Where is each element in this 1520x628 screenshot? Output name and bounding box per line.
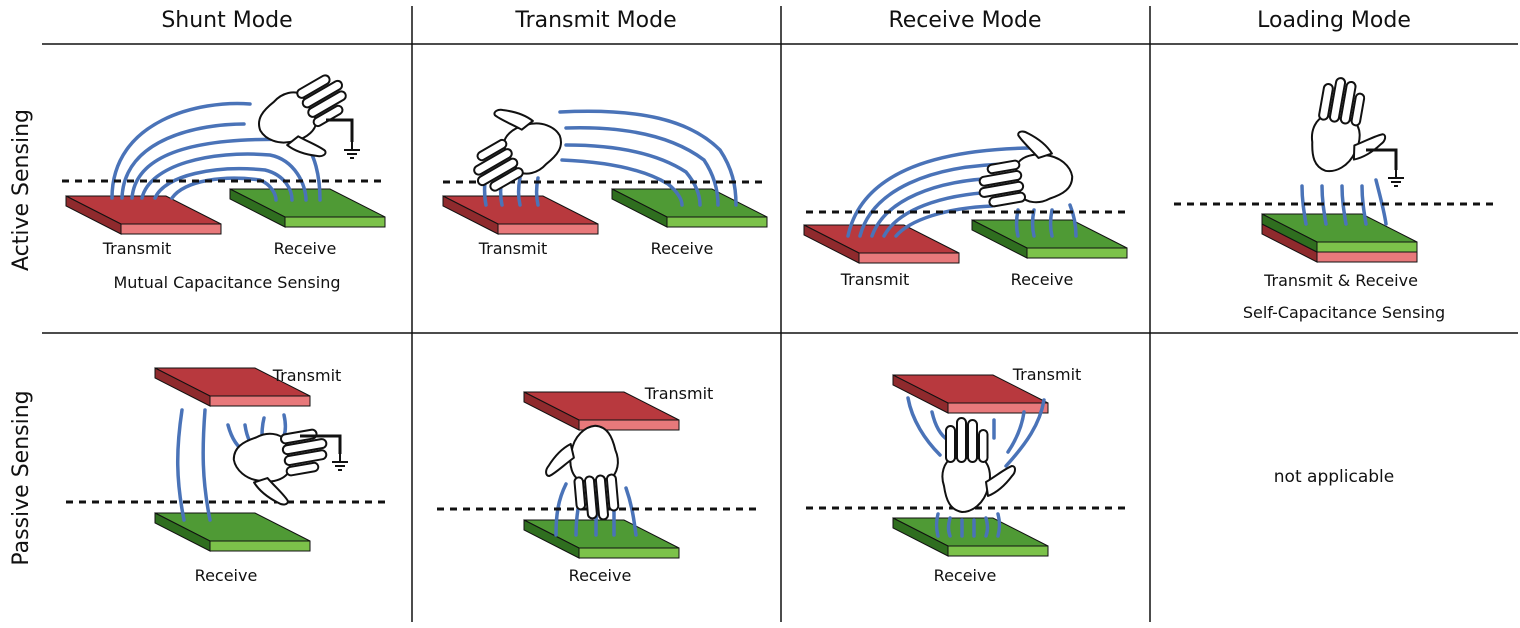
receive-plate-icon [523, 519, 680, 559]
column-header-receive-mode: Receive Mode [888, 8, 1041, 33]
ground-wire [1366, 148, 1398, 170]
transmit-plate-icon [65, 195, 222, 235]
passive-shunt-cell: Transmit Receive [66, 366, 388, 585]
transmit-plate-icon [803, 224, 960, 264]
ground-symbol-icon [331, 453, 349, 471]
receive-label: Receive [569, 566, 632, 585]
self-capacitance-caption: Self-Capacitance Sensing [1243, 303, 1445, 322]
passive-receive-cell: Transmit Receive [806, 365, 1126, 585]
column-header-transmit-mode: Transmit Mode [514, 8, 676, 33]
hand-icon [1305, 73, 1396, 182]
transmit-label: Transmit [1012, 365, 1082, 384]
transmit-label: Transmit [644, 384, 714, 403]
receive-plate-icon [892, 517, 1049, 557]
field-lines [175, 408, 288, 522]
not-applicable-label: not applicable [1274, 467, 1394, 487]
transmit-label: Transmit [840, 270, 910, 289]
ground-wire [326, 118, 354, 142]
ground-symbol-icon [1387, 169, 1405, 187]
transmit-label: Transmit [272, 366, 342, 385]
transmit-label: Transmit [478, 239, 548, 258]
active-shunt-cell: Transmit Receive Mutual Capacitance Sens… [62, 65, 386, 292]
field-lines [846, 146, 1078, 238]
transmit-label: Transmit [102, 239, 172, 258]
transmit-receive-label: Transmit & Receive [1263, 271, 1418, 290]
mutual-capacitance-caption: Mutual Capacitance Sensing [113, 273, 340, 292]
passive-transmit-cell: Transmit Receive [437, 384, 756, 585]
active-loading-cell: Transmit & Receive Self-Capacitance Sens… [1174, 73, 1494, 322]
table-grid [42, 6, 1518, 622]
ground-wire [300, 434, 342, 454]
receive-label: Receive [195, 566, 258, 585]
receive-label: Receive [934, 566, 997, 585]
hand-icon [969, 123, 1077, 213]
receive-plate-icon [611, 188, 768, 228]
row-header-active-sensing: Active Sensing [9, 109, 34, 271]
receive-label: Receive [1011, 270, 1074, 289]
receive-label: Receive [651, 239, 714, 258]
active-transmit-cell: Transmit Receive [442, 88, 768, 258]
ground-symbol-icon [343, 141, 361, 159]
field-lines [1300, 178, 1388, 226]
receive-plate-icon [154, 512, 311, 552]
hand-icon [941, 417, 1016, 513]
active-receive-cell: Transmit Receive [803, 123, 1128, 289]
column-header-shunt-mode: Shunt Mode [161, 8, 292, 33]
column-header-loading-mode: Loading Mode [1257, 8, 1411, 33]
receive-plate-icon [229, 188, 386, 228]
field-lines [906, 396, 1046, 538]
receive-label: Receive [274, 239, 337, 258]
row-header-passive-sensing: Passive Sensing [9, 390, 34, 565]
